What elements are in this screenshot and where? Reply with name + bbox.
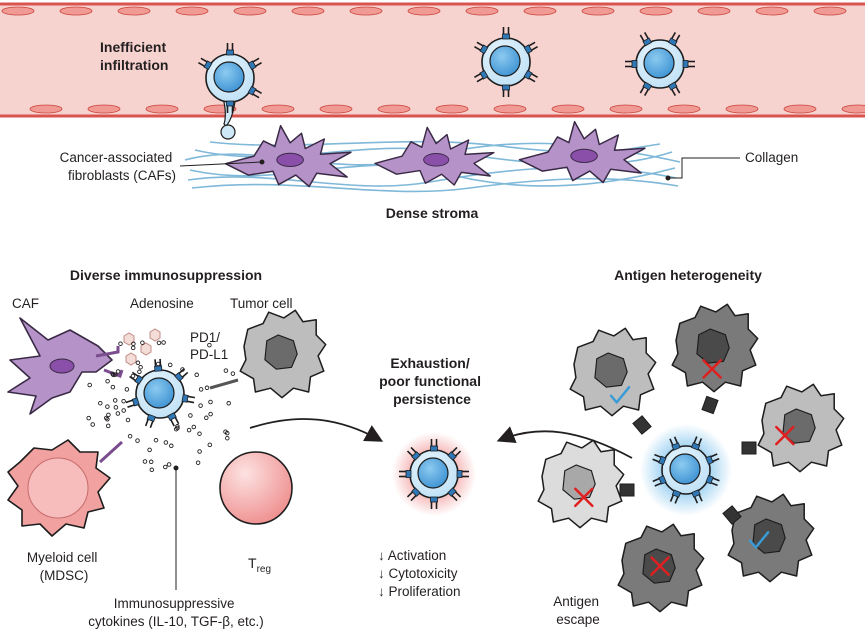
treg-label: Treg [248, 555, 271, 575]
tumor-cell-icon [617, 523, 705, 613]
collagen-leader-line [668, 157, 740, 179]
antigen-escape-label: Antigen escape [553, 594, 603, 627]
caf-leader-dot [259, 159, 265, 165]
caf-fibroblast-icon [7, 317, 124, 415]
adenosine-molecules [123, 328, 161, 366]
exhaustion-effects: ↓ Activation ↓ Cytotoxicity ↓ Proliferat… [378, 548, 461, 599]
stroma-label: Dense stroma [386, 205, 479, 221]
antigen-receptors [619, 395, 757, 525]
tumor-cell-icon [671, 303, 759, 393]
infiltration-label: Inefficient infiltration [100, 39, 170, 73]
myeloid-cell-icon [7, 439, 124, 537]
caf-leader-line [179, 161, 263, 167]
myeloid-label: Myeloid cell (MDSC) [27, 550, 101, 583]
cytokines-label: Immunosuppressive cytokines (IL-10, TGF-… [88, 596, 264, 629]
tumor-cell-icon [239, 309, 327, 399]
cytokine-leader-dot [173, 465, 179, 471]
fibroblast-icon [374, 126, 495, 186]
adenosine-label: Adenosine [130, 296, 194, 311]
caf-short-label: CAF [12, 296, 39, 311]
tumor-cell-icon [727, 493, 815, 583]
collagen-leader-dot [665, 175, 671, 181]
fibroblast-icon [518, 120, 646, 184]
heterogeneity-title: Antigen heterogeneity [614, 267, 762, 283]
suppression-title: Diverse immunosuppression [70, 267, 262, 283]
arrow-icon [249, 418, 384, 442]
collagen-label: Collagen [745, 150, 798, 165]
pd1-label: PD1/ PD-L1 [190, 330, 228, 362]
cytokine-particles [86, 340, 236, 473]
infiltrating-t-cell-icon [197, 42, 263, 140]
tumor-cell-icon [537, 439, 625, 529]
blood-vessel [0, 2, 865, 118]
pd-l1-ligand [209, 378, 239, 390]
suppressed-t-cell-icon [124, 358, 196, 429]
tumor-cell-icon [757, 383, 845, 473]
caf-label: Cancer-associated fibroblasts (CAFs) [60, 150, 176, 183]
treg-cell-icon [219, 451, 293, 525]
tumor-cell-label: Tumor cell [230, 296, 293, 311]
exhaustion-title: Exhaustion/ poor functional persistence [379, 355, 485, 407]
arrow-icon [496, 426, 633, 459]
tumor-cell-icon [569, 327, 657, 417]
